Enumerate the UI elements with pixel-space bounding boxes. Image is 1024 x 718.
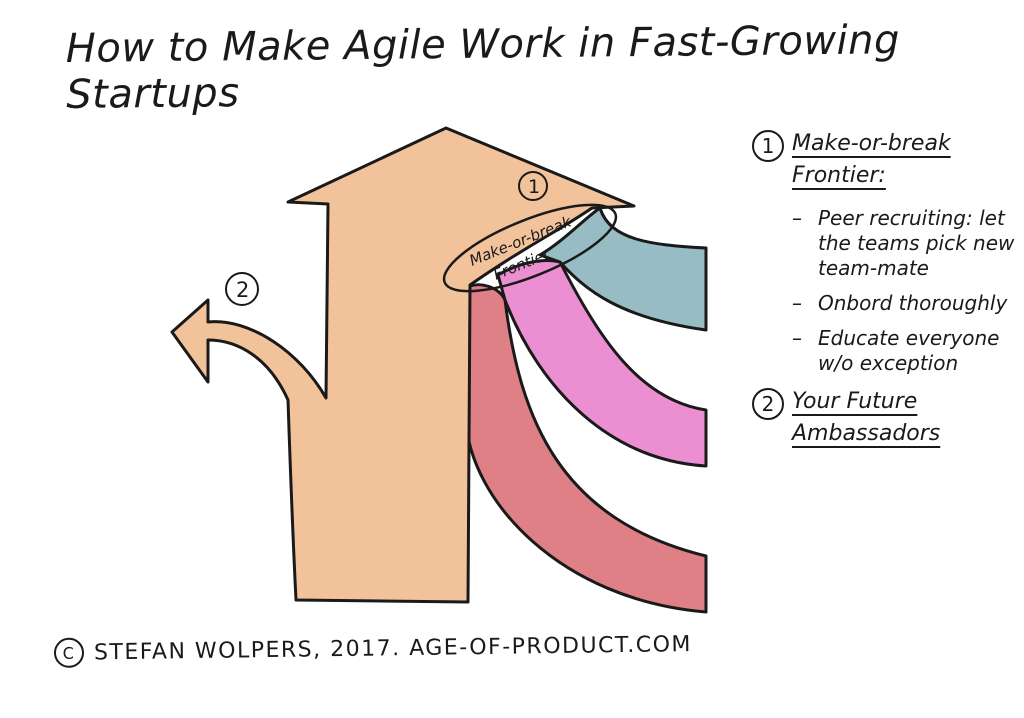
note-2-number: 2	[752, 388, 784, 420]
note-2-heading: 2 Your Future Ambassadors	[752, 386, 1012, 450]
note-1-heading-line2: Frontier:	[792, 163, 886, 188]
main-arrow	[170, 126, 636, 604]
copyright-icon: C	[53, 637, 85, 668]
marker-1-number: 1	[528, 176, 540, 198]
marker-2-circle	[225, 272, 259, 306]
list-item: Educate everyone w/o exception	[792, 326, 1018, 376]
pink-stream	[496, 259, 708, 468]
note-1-number: 1	[752, 130, 784, 162]
marker-2-number: 2	[236, 278, 249, 302]
frontier-ellipse	[442, 203, 618, 293]
note-1-heading: 1 Make-or-break Frontier:	[752, 128, 1012, 192]
note-1-heading-line1: Make-or-break	[792, 131, 951, 156]
footer-text: STEFAN WOLPERS, 2017. AGE-OF-PRODUCT.COM	[93, 631, 693, 665]
list-item: Peer recruiting: let the teams pick new …	[792, 206, 1018, 281]
list-item: Onbord thoroughly	[792, 291, 1018, 316]
blue-stream	[538, 206, 708, 332]
notes-panel: 1 Make-or-break Frontier: Peer recruitin…	[752, 128, 1014, 450]
note-1-bullets: Peer recruiting: let the teams pick new …	[792, 206, 1014, 376]
note-2-heading-line1: Your Future	[792, 389, 918, 414]
marker-1-circle	[518, 171, 548, 201]
note-2-heading-line2: Ambassadors	[792, 421, 941, 446]
